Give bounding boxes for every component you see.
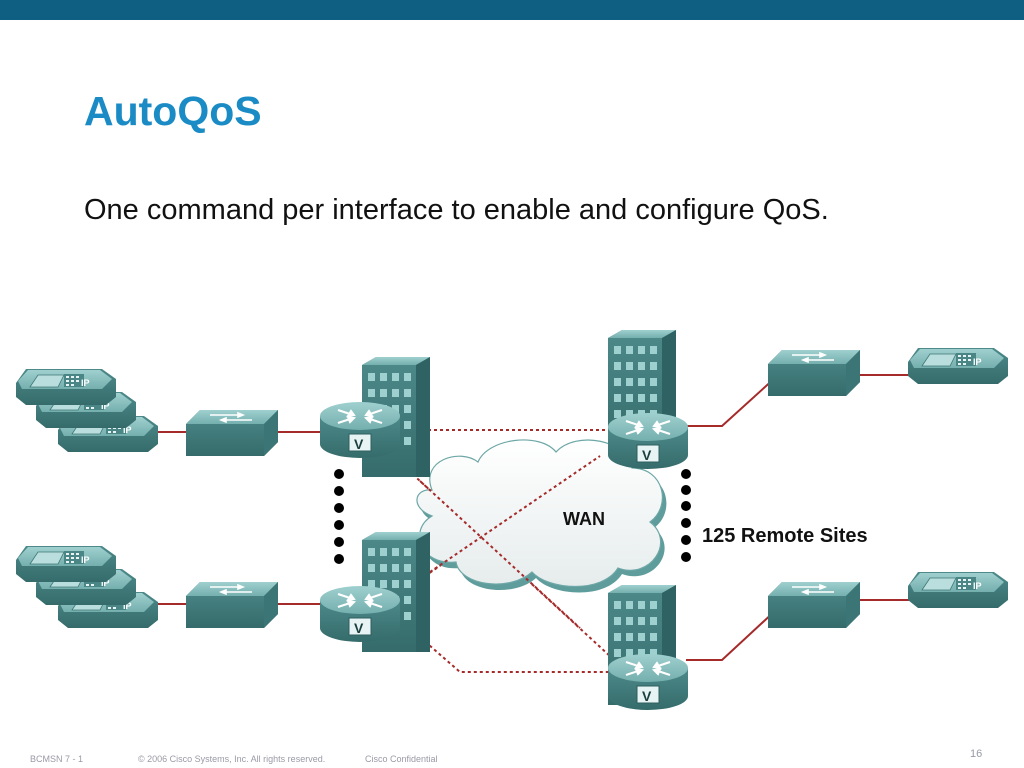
remote-sites-label: 125 Remote Sites xyxy=(702,525,868,547)
switch-remote-top xyxy=(767,349,861,397)
switch-remote-bottom xyxy=(767,581,861,629)
page-number: 16 xyxy=(970,748,983,760)
router-v-label: V xyxy=(642,688,652,704)
switch-hq-bottom xyxy=(185,581,279,629)
network-diagram: WAN IP IP IP IP IP IP IP IP V V V V 125 … xyxy=(15,330,1009,711)
ip-label: IP xyxy=(101,578,110,588)
router-v-label: V xyxy=(354,620,364,636)
router-remote-bottom: V xyxy=(607,653,689,711)
ip-phone-remote-top: IP xyxy=(907,347,1009,385)
footer-copyright: © 2006 Cisco Systems, Inc. All rights re… xyxy=(138,754,326,764)
ip-label: IP xyxy=(81,378,90,388)
ip-phone-group-top: IP IP IP xyxy=(15,368,159,453)
ip-label: IP xyxy=(973,581,982,591)
ip-label: IP xyxy=(123,425,132,435)
ip-label: IP xyxy=(973,357,982,367)
router-hq-top: V xyxy=(319,401,401,459)
slide-body-text: One command per interface to enable and … xyxy=(84,194,829,226)
ip-label: IP xyxy=(81,555,90,565)
router-remote-top: V xyxy=(607,412,689,470)
ip-label: IP xyxy=(101,401,110,411)
ip-label: IP xyxy=(123,601,132,611)
router-v-label: V xyxy=(642,447,652,463)
ip-phone-group-bottom: IP IP IP xyxy=(15,545,159,629)
footer-course: BCMSN 7 - 1 xyxy=(30,754,84,764)
wan-label: WAN xyxy=(563,509,605,529)
footer-confidential: Cisco Confidential xyxy=(365,754,438,764)
ellipsis-dots-right xyxy=(681,469,691,562)
header-bar xyxy=(0,0,1024,20)
wan-cloud xyxy=(416,439,667,593)
ellipsis-dots-left xyxy=(334,469,344,564)
router-hq-bottom: V xyxy=(319,585,401,643)
solid-links xyxy=(155,374,910,661)
ip-phone-remote-bottom: IP xyxy=(907,571,1009,609)
router-v-label: V xyxy=(354,436,364,452)
slide-title: AutoQoS xyxy=(84,88,262,134)
switch-hq-top xyxy=(185,409,279,457)
